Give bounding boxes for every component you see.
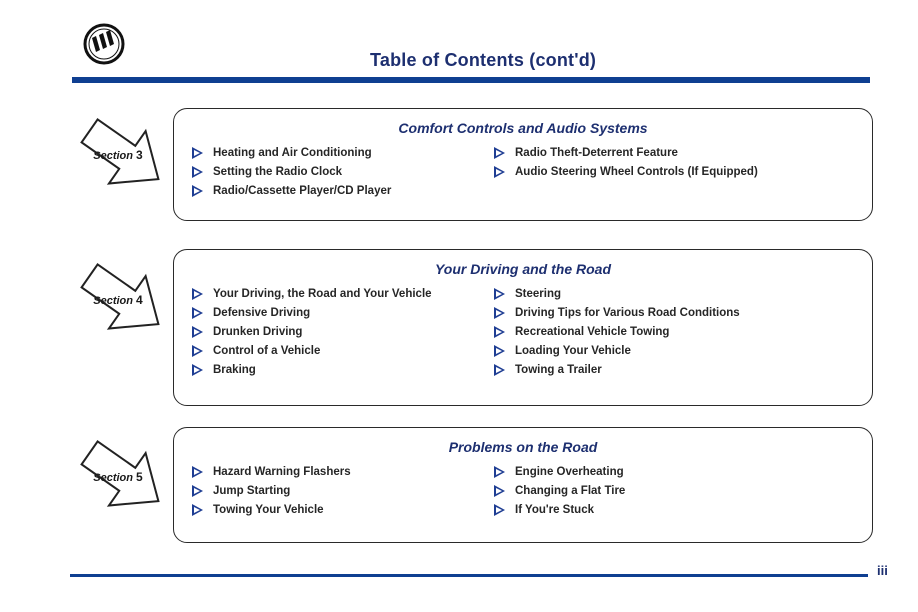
arrow-bullet-icon <box>192 325 203 338</box>
section-title: Problems on the Road <box>448 439 598 455</box>
toc-item[interactable]: Changing a Flat Tire <box>494 481 625 500</box>
page-number: iii <box>877 563 888 578</box>
arrow-bullet-icon <box>192 165 203 178</box>
toc-item[interactable]: Your Driving, the Road and Your Vehicle <box>192 284 432 303</box>
section-4-arrow: Section 4 <box>76 258 174 342</box>
footer-rule <box>70 574 868 577</box>
toc-item[interactable]: Loading Your Vehicle <box>494 341 740 360</box>
toc-item[interactable]: Braking <box>192 360 432 379</box>
section-3-box: Comfort Controls and Audio Systems Heati… <box>173 108 873 221</box>
arrow-bullet-icon <box>192 306 203 319</box>
toc-item[interactable]: If You're Stuck <box>494 500 625 519</box>
section-number: 5 <box>136 470 143 484</box>
section-5-arrow: Section 5 <box>76 435 174 519</box>
toc-item[interactable]: Recreational Vehicle Towing <box>494 322 740 341</box>
section-title: Your Driving and the Road <box>434 261 612 277</box>
section-5-box: Problems on the Road Hazard Warning Flas… <box>173 427 873 543</box>
section-label: Section <box>93 472 133 484</box>
arrow-bullet-icon <box>192 184 203 197</box>
section-title: Comfort Controls and Audio Systems <box>398 120 648 136</box>
section-label: Section <box>93 150 133 162</box>
toc-item[interactable]: Drunken Driving <box>192 322 432 341</box>
arrow-bullet-icon <box>494 363 505 376</box>
toc-item[interactable]: Heating and Air Conditioning <box>192 143 391 162</box>
toc-item[interactable]: Hazard Warning Flashers <box>192 462 351 481</box>
toc-item[interactable]: Engine Overheating <box>494 462 625 481</box>
buick-logo-icon <box>83 23 125 65</box>
arrow-bullet-icon <box>192 484 203 497</box>
toc-item[interactable]: Towing Your Vehicle <box>192 500 351 519</box>
toc-item[interactable]: Radio Theft-Deterrent Feature <box>494 143 758 162</box>
section-label: Section <box>93 295 133 307</box>
toc-item[interactable]: Radio/Cassette Player/CD Player <box>192 181 391 200</box>
arrow-bullet-icon <box>494 344 505 357</box>
toc-item[interactable]: Towing a Trailer <box>494 360 740 379</box>
toc-item[interactable]: Jump Starting <box>192 481 351 500</box>
arrow-bullet-icon <box>192 465 203 478</box>
toc-item[interactable]: Defensive Driving <box>192 303 432 322</box>
header-rule <box>72 77 870 83</box>
arrow-bullet-icon <box>494 165 505 178</box>
section-number: 4 <box>136 293 143 307</box>
toc-item[interactable]: Steering <box>494 284 740 303</box>
arrow-bullet-icon <box>494 465 505 478</box>
toc-item[interactable]: Setting the Radio Clock <box>192 162 391 181</box>
arrow-bullet-icon <box>494 484 505 497</box>
arrow-bullet-icon <box>192 503 203 516</box>
arrow-bullet-icon <box>494 325 505 338</box>
arrow-bullet-icon <box>494 287 505 300</box>
page-title: Table of Contents (cont'd) <box>370 50 597 70</box>
arrow-bullet-icon <box>192 287 203 300</box>
arrow-bullet-icon <box>192 363 203 376</box>
arrow-bullet-icon <box>494 306 505 319</box>
arrow-bullet-icon <box>494 503 505 516</box>
toc-item[interactable]: Control of a Vehicle <box>192 341 432 360</box>
arrow-bullet-icon <box>192 146 203 159</box>
toc-item[interactable]: Driving Tips for Various Road Conditions <box>494 303 740 322</box>
arrow-bullet-icon <box>494 146 505 159</box>
section-3-arrow: Section 3 <box>76 113 174 197</box>
toc-item[interactable]: Audio Steering Wheel Controls (If Equipp… <box>494 162 758 181</box>
section-number: 3 <box>136 148 143 162</box>
arrow-bullet-icon <box>192 344 203 357</box>
section-4-box: Your Driving and the Road Your Driving, … <box>173 249 873 406</box>
